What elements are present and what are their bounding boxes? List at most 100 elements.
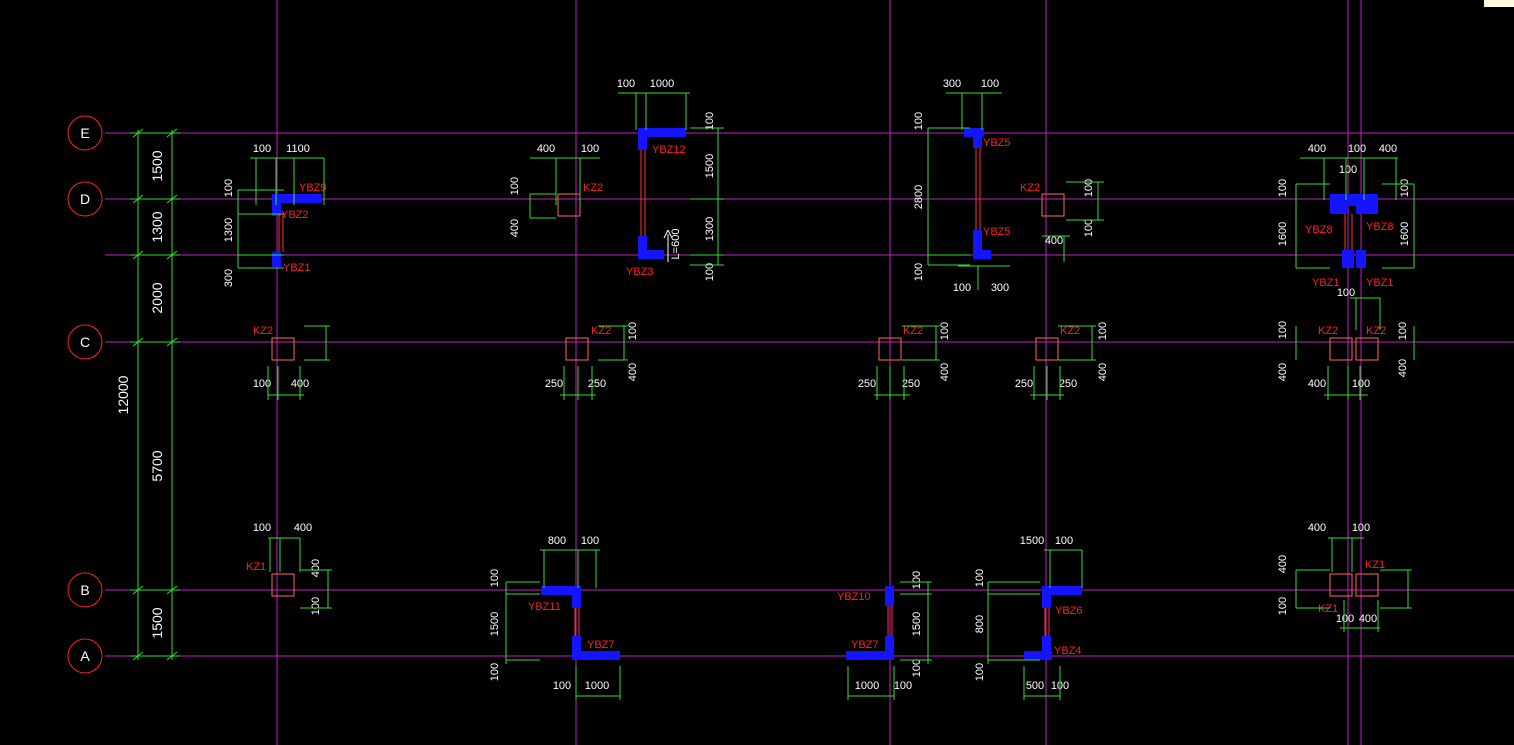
element-label: YBZ12 bbox=[652, 144, 686, 156]
shear-wall-segment bbox=[1330, 194, 1348, 214]
dimension-text: 100 bbox=[223, 179, 235, 197]
segment-dim-text: 1500 bbox=[149, 150, 165, 181]
column-outline bbox=[1041, 193, 1065, 217]
shear-wall-segment bbox=[1024, 651, 1052, 660]
dimension-text: 1500 bbox=[911, 612, 923, 636]
shear-wall-segment bbox=[638, 250, 664, 259]
axis-label-C: C bbox=[80, 334, 90, 350]
shear-wall-segment bbox=[638, 236, 647, 258]
column-outline bbox=[557, 193, 581, 217]
dim-tick bbox=[132, 128, 144, 138]
dimension-text: 100 bbox=[1399, 179, 1411, 197]
element-label: YBZ9 bbox=[299, 182, 327, 194]
element-label: KZ2 bbox=[591, 325, 611, 337]
dimension-text: 100 bbox=[310, 597, 322, 615]
segment-dim-text: 1500 bbox=[149, 607, 165, 638]
dimension-text: 400 bbox=[1359, 613, 1377, 625]
axis-bubble-B bbox=[67, 572, 103, 608]
dimension-text: 100 bbox=[253, 143, 271, 155]
dimension-text: 400 bbox=[1277, 555, 1289, 573]
element-label: KZ2 bbox=[1060, 325, 1080, 337]
dimension-text: 400 bbox=[537, 143, 555, 155]
element-label: KZ2 bbox=[1020, 182, 1040, 194]
dimension-text: 100 bbox=[581, 143, 599, 155]
element-label: YBZ5 bbox=[983, 226, 1011, 238]
dimension-text: 500 bbox=[1026, 680, 1044, 692]
shear-wall-segment bbox=[973, 128, 982, 148]
shear-wall-segment bbox=[885, 636, 894, 660]
dimension-text: 300 bbox=[943, 78, 961, 90]
leader-arrow bbox=[667, 229, 673, 239]
segment-dim-text: 1300 bbox=[149, 211, 165, 242]
shear-wall-segment bbox=[572, 651, 620, 660]
shear-wall-segment bbox=[572, 636, 581, 660]
dimension-text: 100 bbox=[1352, 522, 1370, 534]
element-label: YBZ7 bbox=[851, 639, 879, 651]
shear-wall-segment bbox=[541, 586, 581, 595]
element-label: YBZ4 bbox=[1054, 645, 1082, 657]
dimension-text: 100 bbox=[704, 112, 716, 130]
element-label: KZ2 bbox=[583, 182, 603, 194]
shear-wall-segment bbox=[885, 586, 894, 606]
dimension-text: 100 bbox=[1277, 179, 1289, 197]
dimension-text: 1500 bbox=[489, 612, 501, 636]
dimension-text: 100 bbox=[1083, 219, 1095, 237]
dim-tick bbox=[132, 651, 144, 661]
dimension-text: 400 bbox=[310, 559, 322, 577]
element-label: KZ2 bbox=[1318, 325, 1338, 337]
element-label: KZ2 bbox=[1366, 325, 1386, 337]
dimension-text: 1000 bbox=[585, 680, 609, 692]
dimension-text: 100 bbox=[1336, 613, 1354, 625]
shear-wall-segment bbox=[1342, 250, 1354, 268]
dimension-text: 100 bbox=[253, 522, 271, 534]
dimension-text: 1500 bbox=[704, 154, 716, 178]
column-outline bbox=[1329, 337, 1353, 361]
leader-arrow bbox=[663, 229, 669, 239]
dimension-text: 100 bbox=[894, 680, 912, 692]
dimension-text: 100 bbox=[913, 112, 925, 130]
dimension-text: 100 bbox=[911, 571, 923, 589]
element-label: KZ1 bbox=[246, 561, 266, 573]
axis-label-B: B bbox=[80, 582, 89, 598]
dimension-text: 100 bbox=[704, 263, 716, 281]
dimension-text: 100 bbox=[489, 569, 501, 587]
element-label: YBZ6 bbox=[1055, 605, 1083, 617]
dimension-text: 100 bbox=[1348, 143, 1366, 155]
dimension-text: 400 bbox=[1277, 363, 1289, 381]
element-label: YBZ3 bbox=[626, 266, 654, 278]
axis-bubble-C bbox=[67, 324, 103, 360]
dimension-text: 100 bbox=[1337, 287, 1355, 299]
dim-tick bbox=[132, 337, 144, 347]
dimension-text: 800 bbox=[548, 535, 566, 547]
dimension-text: 250 bbox=[1059, 378, 1077, 390]
shear-wall-segment bbox=[1042, 586, 1082, 595]
dimension-text: 1600 bbox=[1277, 222, 1289, 246]
dim-tick bbox=[166, 250, 178, 260]
dim-tick bbox=[166, 128, 178, 138]
dimension-text: 100 bbox=[581, 535, 599, 547]
dimension-text: L=600 bbox=[670, 229, 682, 260]
dimension-text: 400 bbox=[1097, 363, 1109, 381]
dimension-text: 400 bbox=[1045, 235, 1063, 247]
shear-wall-segment bbox=[1042, 636, 1051, 660]
dimension-text: 100 bbox=[553, 680, 571, 692]
axis-label-E: E bbox=[80, 125, 89, 141]
element-label: YBZ2 bbox=[281, 209, 309, 221]
dimension-text: 400 bbox=[1379, 143, 1397, 155]
column-outline bbox=[271, 337, 295, 361]
dimension-text: 800 bbox=[974, 615, 986, 633]
dimension-text: 1500 bbox=[1020, 535, 1044, 547]
dimension-text: 2800 bbox=[913, 185, 925, 209]
element-label: YBZ1 bbox=[1366, 277, 1394, 289]
element-label: YBZ8 bbox=[1305, 224, 1333, 236]
dimension-text: 100 bbox=[939, 322, 951, 340]
dim-tick bbox=[166, 194, 178, 204]
dimension-text: 100 bbox=[1277, 597, 1289, 615]
dimension-text: 1300 bbox=[704, 217, 716, 241]
dimension-text: 100 bbox=[1055, 535, 1073, 547]
shear-wall-segment bbox=[638, 128, 647, 150]
dimension-text: 100 bbox=[913, 263, 925, 281]
axis-bubble-A bbox=[67, 638, 103, 674]
shear-wall-segment bbox=[572, 586, 581, 608]
